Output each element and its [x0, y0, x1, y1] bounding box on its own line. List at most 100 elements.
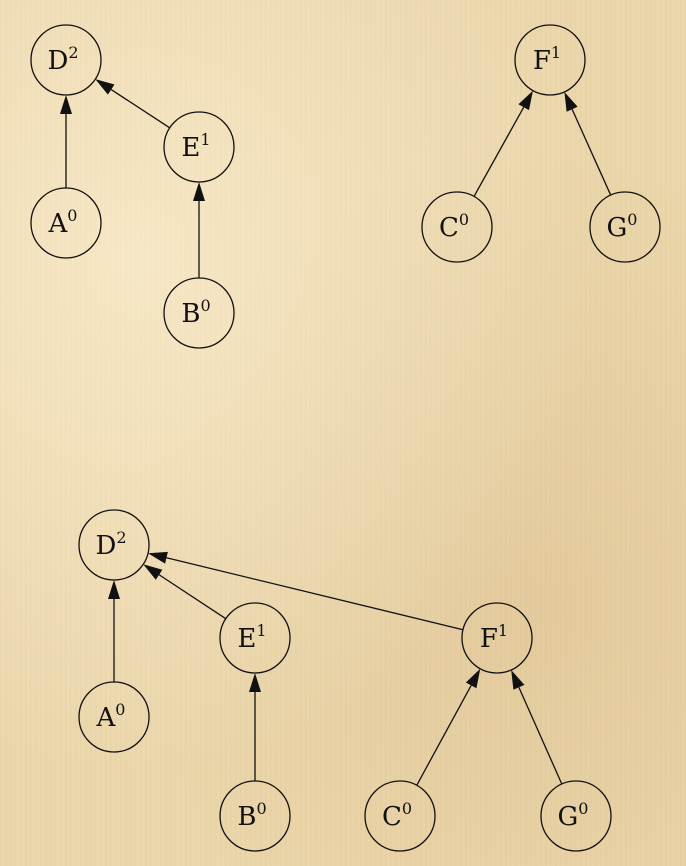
- node-letter: B: [237, 802, 256, 832]
- node-a: A0: [78, 681, 150, 753]
- node-label: D2: [95, 528, 126, 561]
- node-rank: 1: [256, 621, 266, 640]
- node-label: A0: [48, 206, 78, 239]
- node-label: B0: [181, 296, 210, 329]
- edge-a-to-d: [108, 580, 120, 682]
- node-rank: 0: [627, 210, 637, 229]
- node-letter: G: [607, 213, 628, 243]
- node-rank: 0: [115, 700, 125, 719]
- edge-line: [473, 106, 525, 197]
- edge-e-to-d: [143, 564, 227, 620]
- edge-line: [571, 108, 612, 196]
- node-g: G0: [540, 780, 612, 852]
- node-d: D2: [30, 24, 102, 96]
- node-rank: 0: [67, 206, 77, 225]
- node-letter: E: [181, 133, 200, 163]
- edge-e-to-d: [95, 79, 171, 129]
- node-rank: 0: [459, 210, 469, 229]
- arrowhead: [193, 182, 205, 201]
- node-label: G0: [558, 799, 589, 832]
- node-letter: F: [480, 624, 498, 654]
- node-label: F1: [533, 43, 561, 76]
- node-f: F1: [461, 602, 533, 674]
- node-label: A0: [96, 700, 126, 733]
- edge-c-to-f: [416, 668, 481, 786]
- node-label: F1: [480, 621, 508, 654]
- node-circle: [364, 780, 436, 852]
- node-letter: A: [96, 703, 117, 733]
- edge-g-to-f: [511, 669, 563, 785]
- node-c: C0: [364, 780, 436, 852]
- node-circle: [514, 24, 586, 96]
- arrowhead: [465, 668, 481, 689]
- edge-f-to-d: [148, 551, 464, 631]
- node-circle: [30, 187, 102, 259]
- node-circle: [589, 191, 661, 263]
- arrowhead: [518, 90, 533, 111]
- edge-line: [158, 574, 227, 620]
- node-letter: F: [533, 46, 551, 76]
- edge-b-to-e: [249, 673, 261, 781]
- node-rank: 2: [68, 43, 78, 62]
- node-circle: [461, 602, 533, 674]
- node-rank: 0: [578, 799, 588, 818]
- arrowhead: [249, 673, 261, 692]
- node-letter: A: [48, 209, 69, 239]
- node-e: E1: [219, 602, 291, 674]
- node-b: B0: [163, 277, 235, 349]
- node-e: E1: [163, 111, 235, 183]
- node-c: C0: [421, 191, 493, 263]
- node-label: G0: [607, 210, 638, 243]
- arrowhead: [60, 95, 72, 114]
- node-circle: [163, 111, 235, 183]
- edge-g-to-f: [564, 91, 612, 196]
- arrowhead: [564, 91, 578, 112]
- node-circle: [219, 602, 291, 674]
- node-label: E1: [181, 130, 210, 163]
- node-rank: 1: [551, 43, 561, 62]
- node-letter: B: [181, 299, 200, 329]
- node-label: E1: [237, 621, 266, 654]
- edge-line: [110, 89, 171, 129]
- edge-a-to-d: [60, 95, 72, 188]
- edge-line: [166, 557, 464, 631]
- node-a: A0: [30, 187, 102, 259]
- node-letter: D: [95, 531, 116, 561]
- node-circle: [30, 24, 102, 96]
- node-f: F1: [514, 24, 586, 96]
- node-d: D2: [78, 509, 150, 581]
- arrowhead: [511, 669, 525, 690]
- node-letter: E: [237, 624, 256, 654]
- node-label: C0: [382, 799, 412, 832]
- edge-b-to-e: [193, 182, 205, 278]
- node-rank: 1: [200, 130, 210, 149]
- node-rank: 0: [256, 799, 266, 818]
- node-label: C0: [439, 210, 469, 243]
- node-label: B0: [237, 799, 266, 832]
- node-letter: G: [558, 802, 579, 832]
- node-rank: 0: [402, 799, 412, 818]
- node-g: G0: [589, 191, 661, 263]
- node-letter: C: [439, 213, 459, 243]
- node-label: D2: [47, 43, 78, 76]
- node-circle: [421, 191, 493, 263]
- node-circle: [163, 277, 235, 349]
- arrowhead: [108, 580, 120, 599]
- node-circle: [78, 681, 150, 753]
- node-letter: D: [47, 46, 68, 76]
- arrowhead: [95, 79, 115, 95]
- edge-line: [518, 687, 563, 785]
- node-circle: [78, 509, 150, 581]
- node-rank: 2: [116, 528, 126, 547]
- node-b: B0: [219, 780, 291, 852]
- edge-line: [416, 685, 472, 786]
- node-circle: [540, 780, 612, 852]
- arrowhead: [143, 564, 163, 580]
- node-letter: C: [382, 802, 402, 832]
- edge-c-to-f: [473, 90, 533, 197]
- node-circle: [219, 780, 291, 852]
